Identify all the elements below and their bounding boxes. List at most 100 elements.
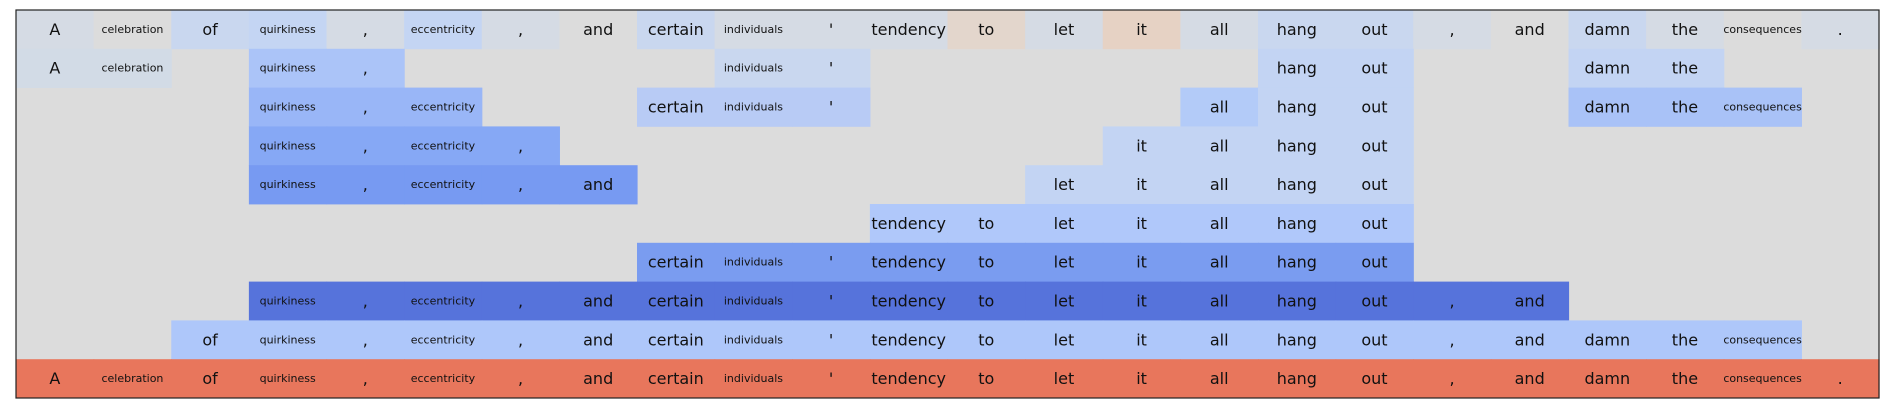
heatmap-cell bbox=[1102, 165, 1181, 205]
token-label: damn bbox=[1584, 98, 1630, 117]
heatmap-cell bbox=[1723, 10, 1802, 50]
token-label: quirkiness bbox=[260, 178, 316, 191]
heatmap-cell bbox=[1025, 359, 1104, 399]
heatmap-cell bbox=[1102, 126, 1181, 166]
heatmap-cell bbox=[1102, 204, 1181, 244]
heatmap-cell bbox=[326, 126, 405, 166]
token-label: it bbox=[1136, 175, 1147, 194]
token-label: , bbox=[518, 175, 523, 194]
token-label: all bbox=[1210, 98, 1229, 117]
token-label: ' bbox=[829, 292, 833, 311]
token-label: all bbox=[1210, 330, 1229, 349]
token-label: the bbox=[1672, 59, 1698, 78]
token-label: it bbox=[1136, 253, 1147, 272]
token-label: , bbox=[518, 330, 523, 349]
heatmap-cell bbox=[559, 10, 638, 50]
token-label: , bbox=[518, 369, 523, 388]
heatmap-cell bbox=[1646, 48, 1725, 88]
heatmap-cell bbox=[1335, 359, 1414, 399]
heatmap-cell bbox=[171, 359, 250, 399]
token-label: individuals bbox=[724, 101, 783, 114]
heatmap-cell bbox=[1568, 359, 1647, 399]
token-label: to bbox=[978, 369, 994, 388]
token-label: quirkiness bbox=[260, 23, 316, 36]
heatmap-cell bbox=[714, 359, 793, 399]
token-label: ' bbox=[829, 98, 833, 117]
token-label: to bbox=[978, 20, 994, 39]
token-label: damn bbox=[1584, 20, 1630, 39]
token-label: ' bbox=[829, 20, 833, 39]
token-label: consequences bbox=[1723, 23, 1802, 36]
heatmap-cell bbox=[637, 320, 716, 360]
token-label: quirkiness bbox=[260, 62, 316, 75]
token-label: it bbox=[1136, 369, 1147, 388]
heatmap-cell bbox=[93, 48, 172, 88]
token-label: , bbox=[518, 20, 523, 39]
token-label: out bbox=[1361, 98, 1387, 117]
heatmap-cell bbox=[869, 359, 949, 399]
token-label: and bbox=[1515, 292, 1545, 311]
heatmap-cell bbox=[93, 359, 172, 399]
heatmap-cell bbox=[637, 10, 716, 50]
token-label: the bbox=[1672, 20, 1698, 39]
heatmap-cell bbox=[404, 10, 483, 50]
heatmap-cell bbox=[1180, 242, 1259, 282]
token-label: certain bbox=[648, 253, 704, 272]
token-label: and bbox=[583, 369, 613, 388]
heatmap-cell bbox=[792, 48, 871, 88]
heatmap-cell bbox=[1801, 359, 1880, 399]
heatmap-cell bbox=[1335, 242, 1414, 282]
heatmap-cell bbox=[792, 359, 871, 399]
token-label: , bbox=[1450, 369, 1455, 388]
heatmap-cell bbox=[1102, 10, 1181, 50]
token-label: the bbox=[1672, 330, 1698, 349]
heatmap-cell bbox=[1413, 281, 1492, 321]
token-label: all bbox=[1210, 369, 1229, 388]
token-label: individuals bbox=[724, 256, 783, 269]
token-label: let bbox=[1054, 214, 1075, 233]
token-label: , bbox=[518, 292, 523, 311]
token-label: . bbox=[1838, 369, 1843, 388]
token-label: ' bbox=[829, 330, 833, 349]
heatmap-cell bbox=[1180, 320, 1259, 360]
heatmap-cell bbox=[1180, 165, 1259, 205]
heatmap-cell bbox=[404, 359, 483, 399]
heatmap-cell bbox=[1258, 165, 1337, 205]
heatmap-cell bbox=[1102, 359, 1181, 399]
heatmap-cell bbox=[1646, 10, 1725, 50]
heatmap-cell bbox=[792, 281, 871, 321]
token-label: , bbox=[1450, 292, 1455, 311]
heatmap-cell bbox=[1258, 87, 1337, 127]
token-label: damn bbox=[1584, 330, 1630, 349]
heatmap-cell bbox=[404, 281, 483, 321]
token-label: out bbox=[1361, 175, 1387, 194]
heatmap-cell bbox=[714, 10, 793, 50]
heatmap-cell bbox=[248, 359, 328, 399]
heatmap-cell bbox=[1102, 281, 1181, 321]
token-label: celebration bbox=[101, 372, 163, 385]
token-label: celebration bbox=[101, 62, 163, 75]
token-label: hang bbox=[1277, 369, 1317, 388]
token-label: out bbox=[1361, 59, 1387, 78]
heatmap-cell bbox=[326, 87, 405, 127]
heatmap-cell bbox=[481, 281, 560, 321]
heatmap-cell bbox=[714, 242, 793, 282]
heatmap-cell bbox=[1258, 126, 1337, 166]
token-label: it bbox=[1136, 292, 1147, 311]
token-label: ' bbox=[829, 369, 833, 388]
heatmap-cell bbox=[947, 204, 1026, 244]
heatmap-cell bbox=[792, 10, 871, 50]
heatmap-cell bbox=[1102, 242, 1181, 282]
heatmap-cell bbox=[248, 48, 328, 88]
token-label: hang bbox=[1277, 292, 1317, 311]
heatmap-cell bbox=[1335, 281, 1414, 321]
heatmap-cell bbox=[1180, 281, 1259, 321]
heatmap-cell bbox=[1180, 87, 1259, 127]
heatmap-cell bbox=[248, 126, 328, 166]
heatmap-cell bbox=[1335, 10, 1414, 50]
heatmap-cell bbox=[1568, 10, 1647, 50]
token-label: , bbox=[363, 330, 368, 349]
heatmap-cell bbox=[16, 359, 95, 399]
token-label: out bbox=[1361, 330, 1387, 349]
heatmap-cell bbox=[326, 281, 405, 321]
